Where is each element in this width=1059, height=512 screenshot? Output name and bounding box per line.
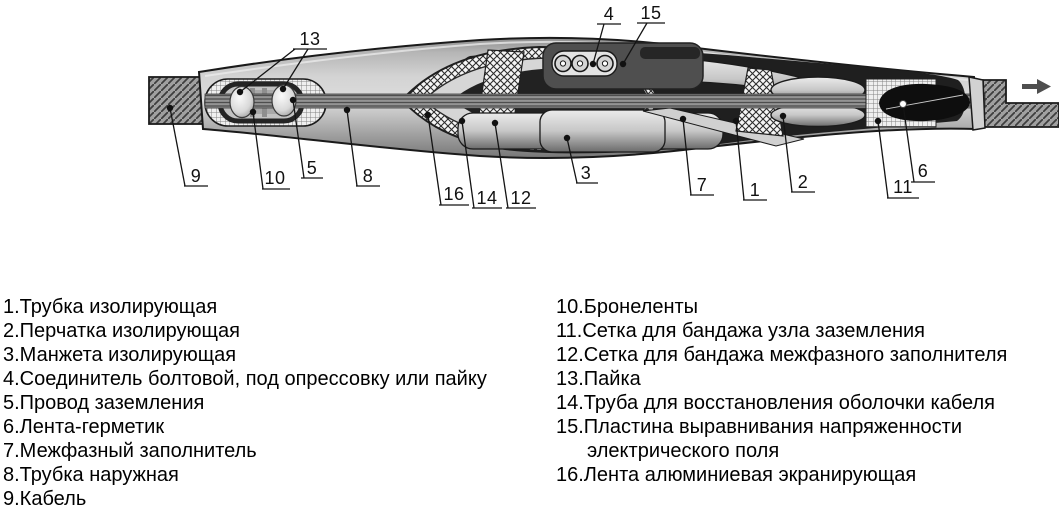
sealant-tape (879, 83, 970, 122)
leader-lines (169, 22, 935, 209)
legend-item-6: 6.Лента-герметик (3, 416, 165, 438)
callout-7: 7 (696, 175, 708, 195)
legend-item-16: 16.Лента алюминиевая экранирующая (556, 464, 917, 486)
legend-item-4: 4.Соединитель болтовой, под опрессовку и… (3, 368, 487, 390)
legend-item-10: 10.Бронеленты (556, 296, 699, 318)
legend-item-2: 2.Перчатка изолирующая (3, 320, 240, 342)
legend-item-11: 11.Сетка для бандажа узла заземления (556, 320, 926, 342)
cable-left (148, 76, 208, 125)
conductor (204, 93, 986, 109)
legend-item-15: 15.Пластина выравнивания напряженности э… (556, 416, 963, 462)
callout-3: 3 (580, 163, 592, 183)
callout-6: 6 (917, 161, 929, 181)
cable-joint-diagram (148, 22, 1059, 209)
leader-dots (166, 60, 907, 142)
callout-16: 16 (443, 184, 465, 204)
callout-8: 8 (362, 166, 374, 186)
solder-points (229, 84, 297, 119)
legend-item-3: 3.Манжета изолирующая (3, 344, 237, 366)
callout-2: 2 (797, 172, 809, 192)
legend-item-13: 13.Пайка (556, 368, 641, 390)
legend-item-8: 8.Трубка наружная (3, 464, 179, 486)
callout-10: 10 (264, 168, 286, 188)
callout-9: 9 (190, 166, 202, 186)
callout-1: 1 (749, 180, 761, 200)
legend-right-column: 10.Бронеленты 11.Сетка для бандажа узла … (556, 295, 1059, 487)
legend-item-14: 14.Труба для восстановления оболочки каб… (556, 392, 995, 414)
legend-item-9: 9.Кабель (3, 488, 87, 510)
callout-11: 11 (893, 177, 913, 197)
legend-item-1: 1.Трубка изолирующая (3, 296, 218, 318)
legend-item-5: 5.Провод заземления (3, 392, 205, 414)
callout-12: 12 (510, 188, 532, 208)
callout-14: 14 (476, 188, 498, 208)
legend-left-column: 1.Трубка изолирующая 2.Перчатка изолирую… (3, 295, 543, 511)
callout-15: 15 (640, 3, 662, 23)
direction-arrow-icon (1022, 79, 1051, 94)
body-end-face (968, 76, 986, 131)
callout-5: 5 (306, 158, 318, 178)
callout-13: 13 (299, 29, 321, 49)
legend-item-7: 7.Межфазный заполнитель (3, 440, 257, 462)
sealant-highlight (885, 94, 964, 110)
callout-4: 4 (603, 4, 615, 24)
legend-item-12: 12.Сетка для бандажа межфазного заполнит… (556, 344, 1008, 366)
